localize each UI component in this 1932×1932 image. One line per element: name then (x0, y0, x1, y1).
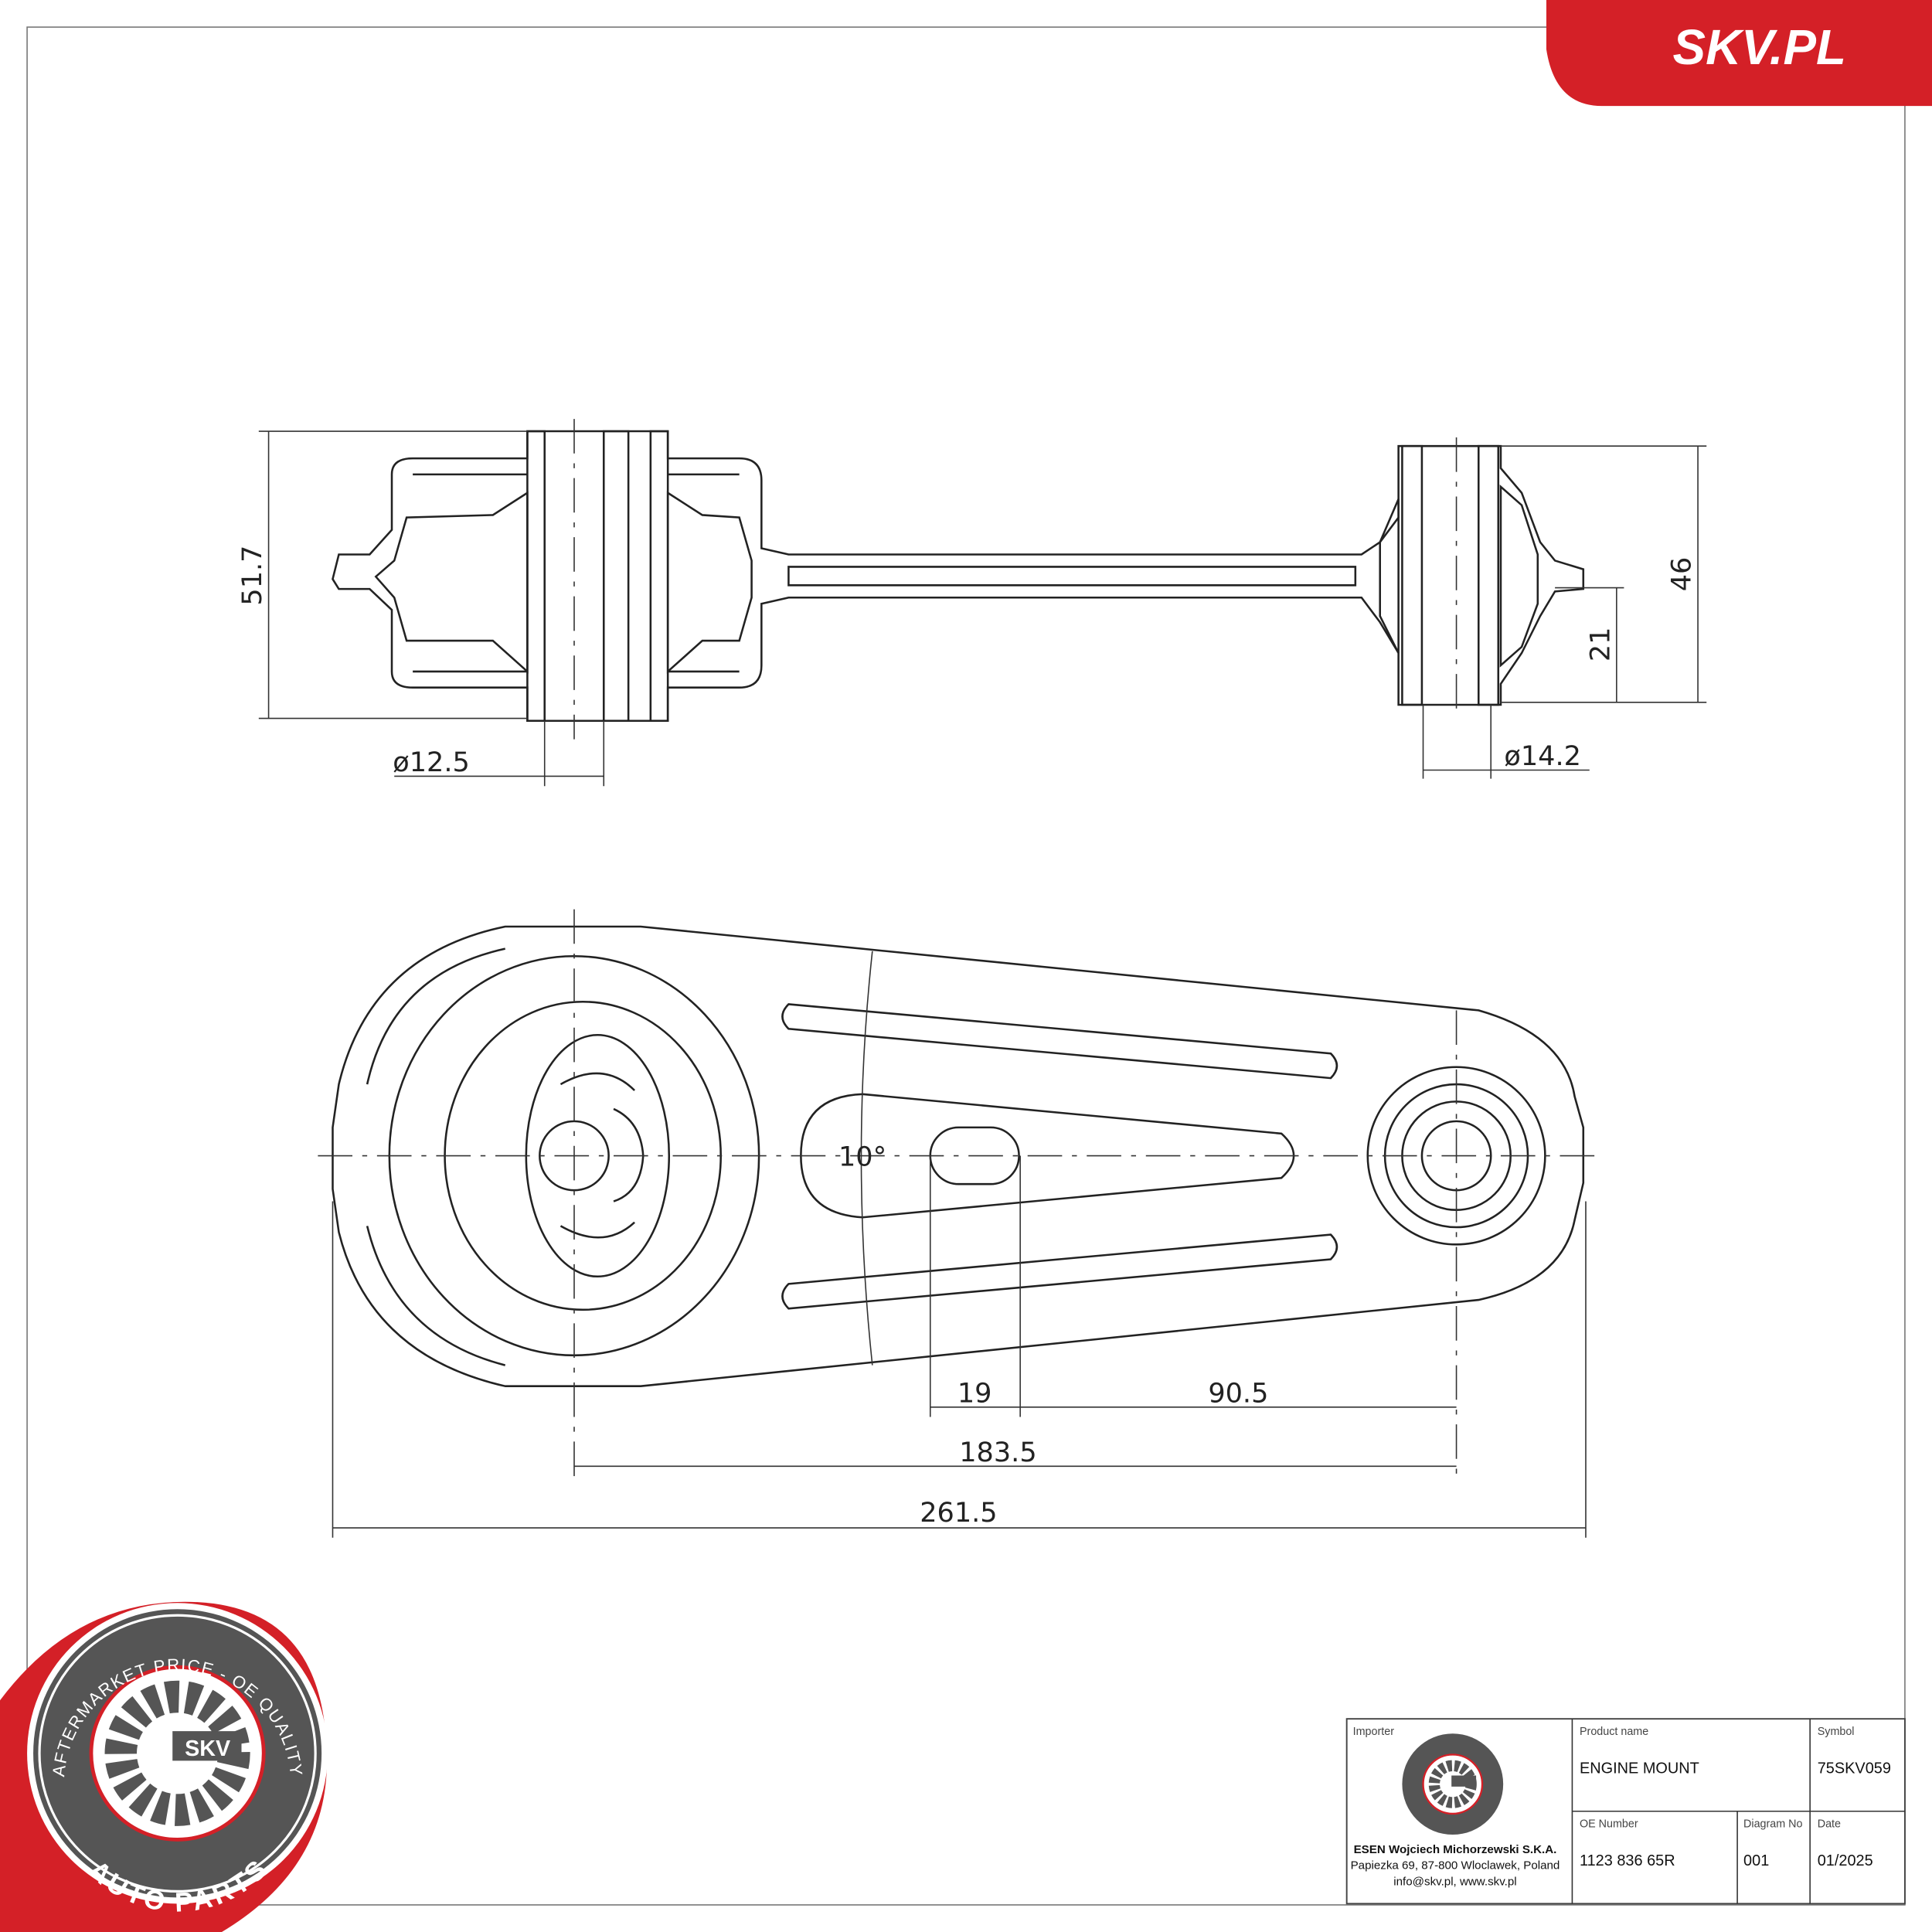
importer-logo (1402, 1733, 1504, 1835)
dim-right-bore: ø14.2 (1504, 740, 1581, 772)
dim-slot-width: 19 (957, 1377, 992, 1409)
importer-name: ESEN Wojciech Michorzewski S.K.A. (1354, 1843, 1557, 1856)
dim-left-height: 51.7 (236, 546, 268, 606)
drawing-frame (26, 26, 1906, 1906)
seal-center-text: SKV (185, 1736, 230, 1761)
skv-seal-logo: SKV AFTERMARKET PRICE - OE QUALITY AUTO … (0, 1601, 328, 1932)
oe-number-label: OE Number (1580, 1818, 1638, 1830)
symbol-label: Symbol (1818, 1726, 1855, 1738)
importer-contact: info@skv.pl, www.skv.pl (1393, 1875, 1516, 1888)
product-name: ENGINE MOUNT (1580, 1760, 1699, 1777)
brand-site-label: SKV.PL (1673, 19, 1846, 75)
plan-view: 10° (318, 909, 1602, 1479)
product-name-label: Product name (1580, 1726, 1648, 1738)
dim-right-offset: 21 (1584, 628, 1616, 662)
date-label: Date (1818, 1818, 1841, 1830)
diagram-no-label: Diagram No (1743, 1818, 1802, 1830)
symbol-value: 75SKV059 (1818, 1760, 1891, 1777)
oe-number: 1123 836 65R (1580, 1852, 1675, 1869)
dim-overall-length: 261.5 (920, 1497, 997, 1529)
dim-right-height: 46 (1666, 557, 1698, 592)
side-dimensions: 51.7 46 21 ø12.5 ø14.2 (236, 430, 1707, 787)
importer-address: Papiezka 69, 87-800 Wloclawek, Poland (1351, 1859, 1560, 1872)
dim-slot-to-center: 90.5 (1208, 1377, 1268, 1409)
diagram-no: 001 (1743, 1852, 1769, 1869)
dim-left-bore: ø12.5 (393, 747, 470, 778)
date-value: 01/2025 (1818, 1852, 1873, 1869)
dim-angle: 10° (838, 1141, 886, 1172)
dim-center-distance: 183.5 (959, 1437, 1036, 1468)
importer-label: Importer (1353, 1726, 1395, 1738)
plan-dimensions: 19 90.5 183.5 261.5 (332, 1155, 1587, 1538)
brand-tab: SKV.PL (1546, 0, 1932, 107)
title-block: Importer ESEN Wojciech Michorzewski S.K.… (1345, 1718, 1906, 1905)
side-view (332, 419, 1585, 740)
